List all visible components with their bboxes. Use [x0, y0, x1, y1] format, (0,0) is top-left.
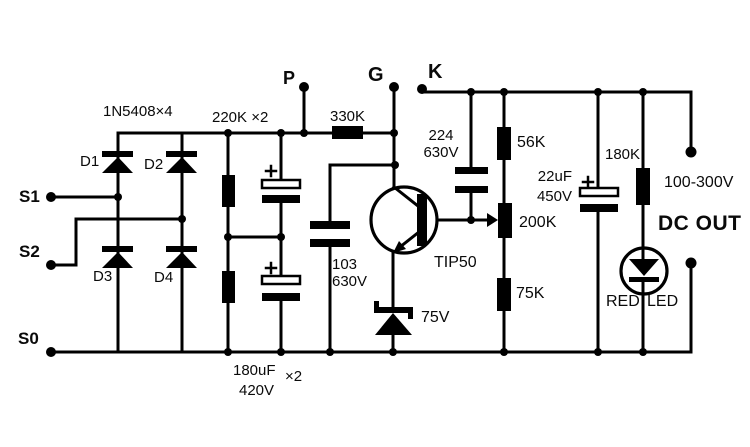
- diode-d3: [102, 246, 133, 268]
- terminal-k-label: K: [428, 61, 443, 83]
- diode-d1-label: D1: [80, 153, 100, 170]
- junction-dots: [114, 88, 647, 356]
- terminal-s0-label: S0: [18, 329, 39, 348]
- terminal-dots: [46, 82, 697, 357]
- terminal-p: [299, 82, 309, 92]
- terminal-p-label: P: [283, 68, 296, 88]
- resistor-75k: [497, 278, 511, 311]
- capacitor-180uf-bottom: [260, 261, 302, 301]
- potentiometer-200k: [487, 203, 512, 238]
- filter-cap-value-label: 180uF: [233, 362, 276, 379]
- diode-d2-label: D2: [144, 156, 164, 173]
- capacitor-103-label: 103 630V: [332, 256, 368, 290]
- potentiometer-200k-label: 200K: [519, 214, 557, 231]
- wiper-arrow: [487, 213, 498, 227]
- emitter-arrow: [393, 241, 406, 253]
- terminal-out-pos: [685, 146, 697, 158]
- transistor-tip50-symbol: [369, 184, 439, 255]
- terminal-s1: [46, 192, 56, 202]
- resistor-75k-label: 75K: [516, 285, 545, 302]
- zener-diode-symbol: [374, 301, 413, 335]
- plus-polarity-mark: [264, 261, 278, 275]
- terminal-k: [417, 84, 427, 94]
- terminal-s2-label: S2: [19, 242, 40, 261]
- resistor-56k-label: 56K: [517, 134, 546, 151]
- wire-s2: [49, 217, 184, 267]
- capacitor-180uf-top: [260, 164, 302, 203]
- capacitor-224: [455, 167, 488, 193]
- diode-d4: [166, 246, 197, 268]
- input-resistor-label: 220K ×2: [212, 109, 269, 126]
- capacitor-22uf-label: 22uF 450V: [536, 168, 572, 205]
- resistor-220k-bottom: [222, 271, 235, 303]
- capacitor-103: [310, 221, 350, 247]
- resistor-330k-label: 330K: [330, 108, 366, 125]
- filter-cap-mult-label: ×2: [285, 368, 303, 385]
- led-red-label: RED: [606, 293, 640, 310]
- wire-103-link: [328, 163, 397, 223]
- diode-d1: [102, 151, 133, 173]
- output-range-label: 100-300V: [664, 174, 734, 191]
- terminal-g: [389, 82, 399, 92]
- diode-d2: [166, 151, 197, 173]
- resistor-180k: [636, 168, 650, 205]
- plus-polarity-mark: [581, 175, 595, 189]
- diode-d4-label: D4: [154, 269, 174, 286]
- led-led-label: LED: [647, 293, 679, 310]
- terminal-s2: [46, 260, 56, 270]
- resistor-330k: [332, 126, 363, 139]
- filter-cap-voltage-label: 420V: [239, 382, 275, 399]
- resistor-220k-top: [222, 175, 235, 207]
- terminal-s0: [46, 347, 56, 357]
- capacitor-224-label: 224 630V: [423, 127, 459, 161]
- capacitor-22uf: [578, 175, 620, 212]
- diode-d3-label: D3: [93, 268, 113, 285]
- plus-polarity-mark: [264, 164, 278, 178]
- led-symbol: [619, 246, 669, 296]
- zener-label: 75V: [421, 309, 450, 326]
- wire-k-rail: [421, 90, 693, 154]
- terminal-out-neg: [685, 257, 697, 269]
- diode-part-label: 1N5408×4: [103, 103, 173, 120]
- resistor-56k: [497, 127, 511, 160]
- terminal-g-label: G: [368, 64, 384, 86]
- transistor-label: TIP50: [434, 254, 477, 271]
- output-title-label: DC OUT: [658, 212, 742, 235]
- resistor-180k-label: 180K: [605, 146, 641, 163]
- terminal-s1-label: S1: [19, 187, 40, 206]
